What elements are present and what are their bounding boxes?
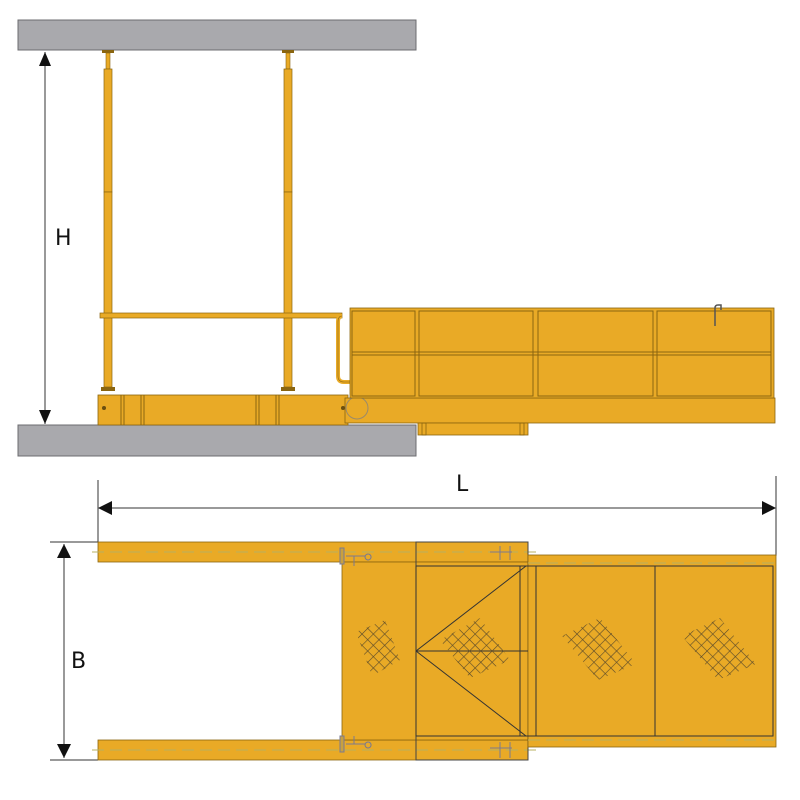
clamps [339,546,512,758]
width-dimension [50,541,98,761]
floor-slab [17,424,417,457]
platform-side [341,304,776,436]
width-label: B [71,649,87,674]
length-label: L [456,472,469,497]
hook-icon [714,304,722,326]
length-dimension [97,476,777,556]
top-view [50,476,777,761]
prop-left [101,50,115,391]
prop-right [281,50,295,391]
base-beam [97,394,349,426]
rail-handle [336,314,350,384]
side-view [17,19,776,457]
height-dimension [39,52,51,424]
height-label: H [55,226,72,251]
anti-slip-mesh [356,618,756,680]
ceiling-slab [17,19,417,51]
guard-rail [99,312,343,319]
